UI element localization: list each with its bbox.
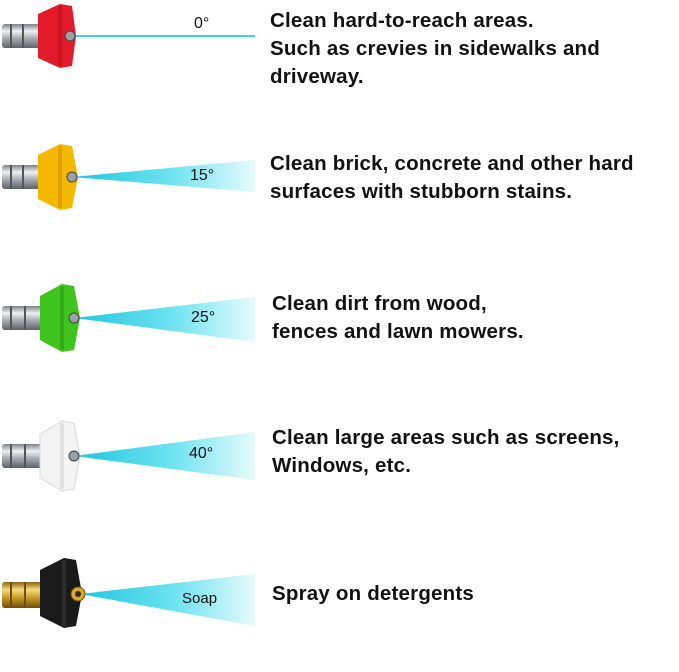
description-line: Spray on detergents	[272, 582, 475, 605]
description-line: Clean large areas such as screens,	[272, 426, 620, 449]
nozzle-15deg-illustration	[2, 144, 255, 210]
spray-cone-soap	[80, 574, 255, 626]
description-line: driveway.	[270, 65, 364, 88]
angle-label-40deg: 40°	[189, 445, 214, 462]
description-line: Clean hard-to-reach areas.	[270, 9, 534, 32]
description-0deg: Clean hard-to-reach areas. Such as crevi…	[270, 7, 600, 91]
nozzle-tip-red	[38, 4, 76, 68]
nozzle-row-soap: Soap Spray on detergents	[0, 552, 679, 672]
spray-cone-40deg	[74, 432, 255, 480]
description-40deg: Clean large areas such as screens, Windo…	[272, 424, 620, 480]
angle-label-0deg: 0°	[194, 15, 210, 32]
nozzle-40deg-illustration	[2, 420, 255, 492]
nozzle-row-0deg: 0° Clean hard-to-reach areas. Such as cr…	[0, 0, 679, 120]
quick-connect-plug-0deg	[2, 24, 40, 48]
nozzle-tip-green	[40, 284, 80, 352]
spray-cone-15deg	[72, 160, 255, 192]
nozzle-soap-illustration	[2, 558, 255, 628]
description-25deg: Clean dirt from wood, fences and lawn mo…	[272, 290, 524, 346]
nozzle-tip-black	[40, 558, 86, 628]
nozzle-tip-yellow	[38, 144, 78, 210]
angle-label-soap: Soap	[182, 590, 218, 607]
nozzle-row-15deg: 15° Clean brick, concrete and other hard…	[0, 140, 679, 260]
quick-connect-plug-25deg	[2, 306, 42, 330]
nozzle-row-25deg: 25° Clean dirt from wood, fences and law…	[0, 280, 679, 400]
quick-connect-plug-15deg	[2, 165, 40, 189]
nozzle-0deg-illustration	[2, 4, 255, 68]
angle-label-15deg: 15°	[190, 167, 215, 184]
description-line: surfaces with stubborn stains.	[270, 180, 573, 203]
spray-cone-25deg	[74, 297, 255, 342]
angle-label-25deg: 25°	[191, 309, 216, 326]
nozzle-tip-white	[39, 420, 81, 492]
nozzle-25deg-illustration	[2, 284, 255, 352]
description-line: Clean brick, concrete and other hard	[270, 152, 634, 175]
description-line: Clean dirt from wood,	[272, 292, 487, 315]
description-line: Such as crevies in sidewalks and	[270, 37, 601, 60]
description-15deg: Clean brick, concrete and other hard sur…	[270, 150, 634, 206]
description-line: fences and lawn mowers.	[272, 320, 524, 343]
quick-connect-plug-40deg	[2, 444, 42, 468]
nozzle-row-40deg: 40° Clean large areas such as screens, W…	[0, 418, 679, 538]
quick-connect-plug-soap	[2, 582, 42, 608]
description-soap: Spray on detergents	[272, 580, 474, 608]
description-line: Windows, etc.	[272, 454, 412, 477]
